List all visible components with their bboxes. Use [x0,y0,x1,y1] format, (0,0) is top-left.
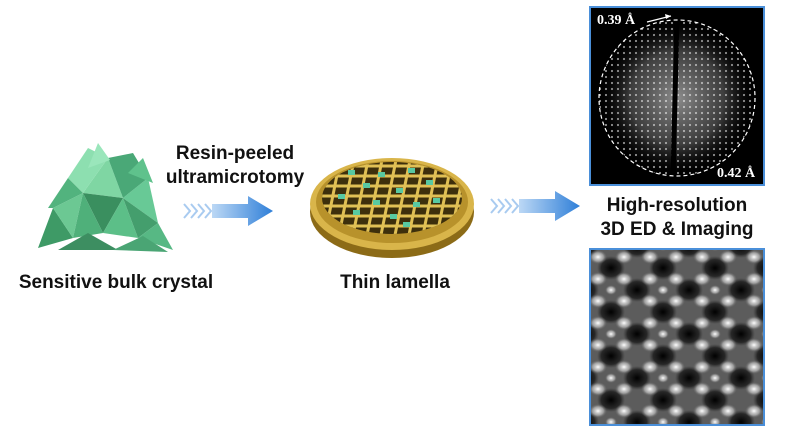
resolution-bottom-label: 0.42 Å [717,166,756,181]
resolution-top-label: 0.39 Å [597,13,636,28]
arrow-body [212,196,273,226]
beam-stop [670,15,680,181]
resolution-ring [598,19,756,177]
result-label-line2: 3D ED & Imaging [600,219,754,240]
arrow-chevrons [490,198,520,214]
method-label-line1: Resin-peeled [175,143,295,164]
thin-lamella-label: Thin lamella [340,272,450,293]
process-arrow-1 [183,196,273,226]
bulk-crystal-label: Sensitive bulk crystal [18,272,214,293]
lamella-sections [338,168,440,227]
hrtem-image-panel [589,248,765,426]
crystal-facets [38,143,173,252]
diffraction-pattern [598,14,756,181]
tem-grid-illustration [310,158,474,258]
bulk-crystal-illustration [38,143,173,252]
hrtem-lattice-image [591,250,763,424]
arrow-body [519,191,580,221]
diffraction-pattern-panel: 0.39 Å 0.42 Å [589,6,765,186]
arrow-chevrons [183,203,213,219]
method-label-line2: ultramicrotomy [165,167,305,188]
result-label-line1: High-resolution [606,195,748,216]
process-arrow-2 [490,191,580,221]
